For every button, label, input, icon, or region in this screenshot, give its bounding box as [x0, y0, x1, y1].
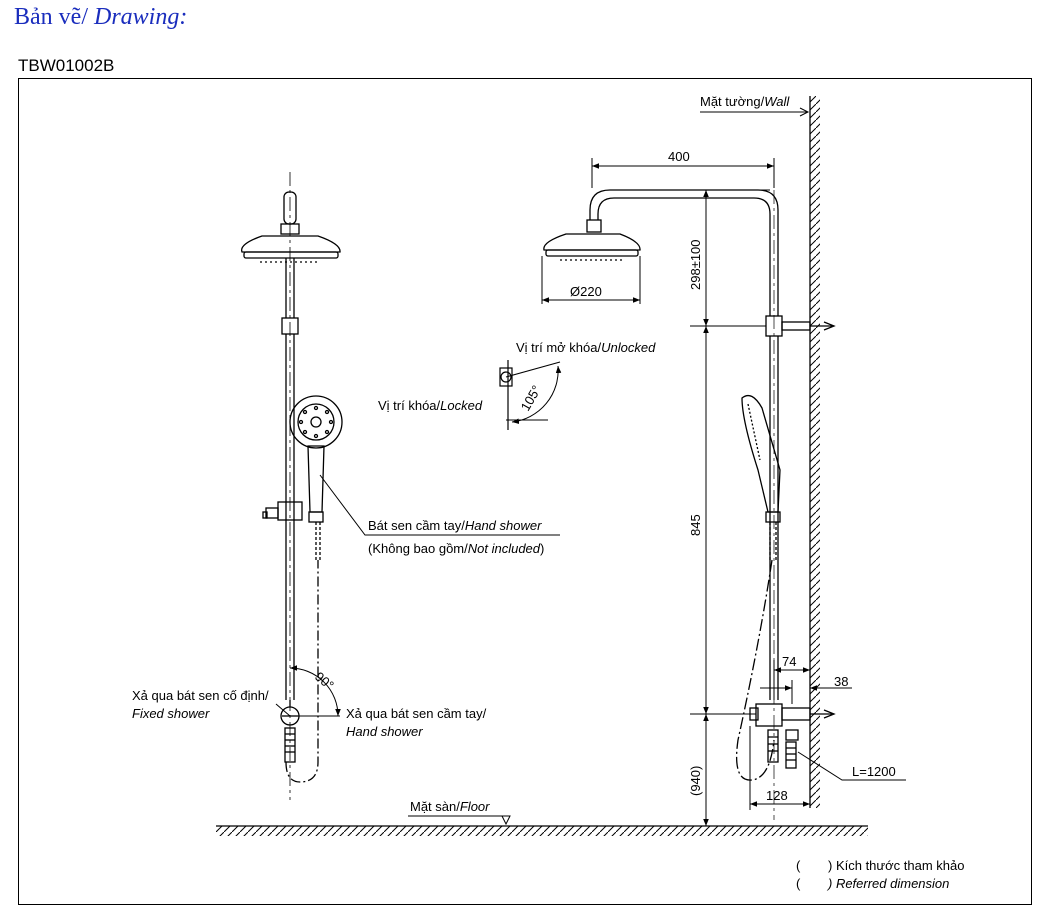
model-code: TBW01002B — [18, 56, 115, 75]
hand-outlet-label-en: Hand shower — [346, 724, 423, 739]
wall-hatch — [810, 96, 820, 808]
side-valve-body — [755, 703, 783, 727]
dim-128-text: 128 — [766, 788, 788, 803]
hand-outlet-label-vi: Xả qua bát sen cầm tay/ — [346, 706, 487, 721]
diverter-angle-text: 90° — [312, 669, 337, 693]
wall-label: Mặt tường/Wall — [700, 94, 790, 109]
locked-label: Vị trí khóa/Locked — [378, 398, 483, 413]
side-hose — [735, 559, 775, 781]
front-hand-shower-head — [289, 395, 343, 449]
front-leaders — [275, 474, 560, 717]
side-view — [216, 96, 868, 836]
fixed-shower-label-vi: Xả qua bát sen cố định/ — [132, 688, 269, 703]
drawing-frame — [18, 78, 1032, 905]
hose-length-text: L=1200 — [852, 764, 896, 779]
legend-ref-vi: ) Kích thước tham khảo — [828, 858, 964, 873]
dim-220-text: Ø220 — [570, 284, 602, 299]
legend-paren-1: ( — [796, 858, 801, 873]
lever-detail — [499, 360, 562, 430]
front-view — [241, 172, 343, 800]
dim-38-text: 38 — [834, 674, 848, 689]
front-middle-clamp — [281, 317, 299, 335]
dim-940-text: (940) — [688, 766, 703, 796]
floor-hatch — [216, 826, 868, 836]
page-heading: Bản vẽ/ Drawing: — [14, 4, 187, 31]
front-hand-shower-handle — [307, 445, 325, 513]
legend-paren-2: ( — [796, 876, 801, 891]
fixed-shower-label-en: Fixed shower — [132, 706, 210, 721]
side-dimensions — [408, 107, 906, 826]
hand-shower-label: Bát sen cầm tay/Hand shower — [368, 518, 542, 533]
lever-angle-text: 105° — [518, 383, 544, 414]
lever-angle-arc — [511, 365, 562, 424]
not-included-label: (Không bao gồm/Not included) — [368, 541, 544, 556]
heading-vi: Bản vẽ/ — [14, 4, 88, 30]
diverter-angle-arc — [289, 665, 341, 717]
front-hose-loop — [285, 560, 319, 783]
dim-74-text: 74 — [782, 654, 796, 669]
unlocked-label: Vị trí mở khóa/Unlocked — [516, 340, 656, 355]
dim-400-text: 400 — [668, 149, 690, 164]
dim-298-text: 298±100 — [688, 239, 703, 290]
fixed-leader — [275, 703, 291, 717]
floor-label: Mặt sàn/Floor — [410, 799, 490, 814]
side-arm-pipe — [589, 189, 779, 316]
front-overhead-head — [241, 235, 341, 253]
drawing-texts: Mặt tường/Wall 400 Ø220 298±100 845 (940… — [132, 94, 964, 891]
hose-length-leader — [797, 751, 906, 781]
side-overhead-head — [543, 233, 641, 251]
dim-845-text: 845 — [688, 514, 703, 536]
legend-ref-en: ) Referred dimension — [826, 876, 949, 891]
heading-en: Drawing: — [87, 4, 188, 30]
